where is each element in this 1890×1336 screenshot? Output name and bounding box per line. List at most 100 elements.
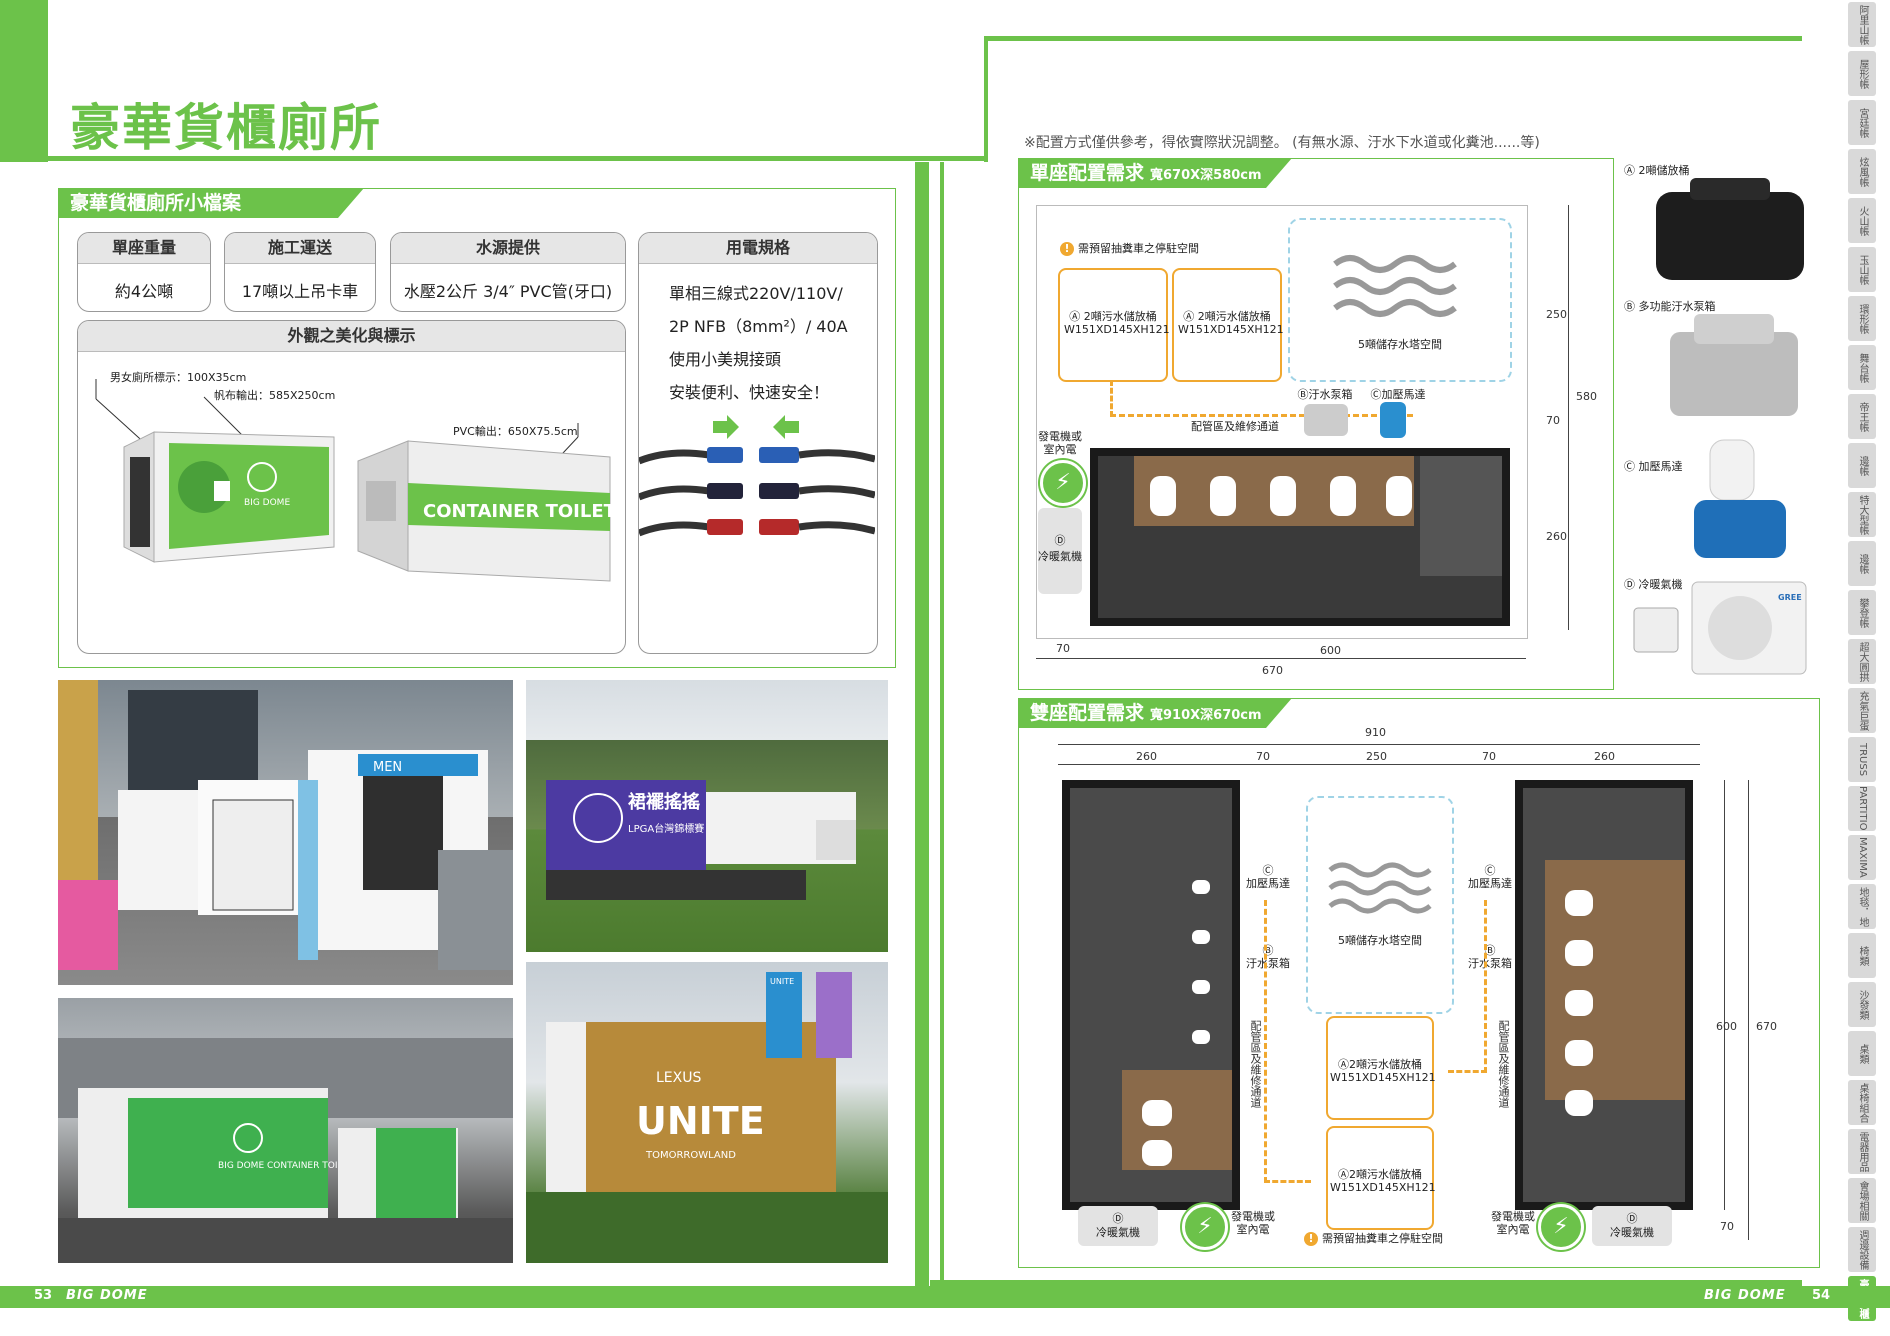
photo-unite-art: LEXUS UNITE TOMORROWLAND UNITE [526, 972, 888, 1262]
tank-label-line: Ⓐ2噸污水儲放桶 [1338, 1058, 1422, 1071]
dim-w70: 70 [1056, 642, 1070, 655]
ac-letter: Ⓓ [1112, 1212, 1124, 1225]
ac-label: 冷暖氣機 [1610, 1226, 1654, 1239]
dim-600: 600 [1716, 1020, 1737, 1033]
side-tab-item[interactable]: 超大圓拱帳 [1848, 639, 1876, 684]
equip-label-d: Ⓓ 冷暖氣機 [1624, 578, 1683, 591]
ac-letter: Ⓓ [1626, 1212, 1638, 1225]
photo-big-dome-green-art: BIG DOME CONTAINER TOILET [58, 1038, 513, 1263]
side-tab-item[interactable]: 會場相關用品 [1848, 1178, 1876, 1223]
side-tab-item[interactable]: 火山帳 [1848, 198, 1876, 243]
power-line: 使用小美規接頭 [669, 350, 782, 369]
spec-card-power: 用電規格 單相三線式220V/110V/ 2P NFB（8mm²）/ 40A 使… [638, 232, 878, 654]
side-tab-item[interactable]: 帝王帳 [1848, 394, 1876, 439]
left-page-rightbar [915, 162, 929, 1286]
spec-caption: 水源提供 [391, 233, 625, 264]
double-pipe-label-left: 配管區及維修通道 [1249, 1020, 1262, 1108]
side-tab-item[interactable]: 週邊設備 [1848, 1227, 1876, 1272]
double-pipe-label-right: 配管區及維修通道 [1497, 1020, 1510, 1108]
side-tab-item[interactable]: 特大型帳 [1848, 492, 1876, 537]
equip-booster-image [1694, 439, 1786, 558]
power-lines: 單相三線式220V/110V/ 2P NFB（8mm²）/ 40A 使用小美規接… [669, 277, 848, 409]
side-tab-item[interactable]: 椅類 [1848, 933, 1876, 978]
dim-260b: 260 [1594, 750, 1615, 763]
side-tab-item[interactable]: 桌椅組合 [1848, 1080, 1876, 1125]
single-heading: 單座配置需求寬670X深580cm [1018, 158, 1292, 188]
dim-260a: 260 [1136, 750, 1157, 763]
dim-670: 670 [1756, 1020, 1777, 1033]
equip-label-c: Ⓒ 加壓馬達 [1624, 460, 1683, 473]
single-pump-b: Ⓑ汙水泵箱 [1297, 388, 1353, 401]
side-tab-item[interactable]: PARTITION [1848, 786, 1876, 831]
power-cable-illustration [639, 415, 875, 537]
side-tab-item[interactable]: 環形帳 [1848, 296, 1876, 341]
side-tab-item[interactable]: 炫風帳 [1848, 149, 1876, 194]
side-tab-item[interactable]: MAXIMA [1848, 835, 1876, 880]
side-tab-item[interactable]: 桌類 [1848, 1031, 1876, 1076]
water-wave-icon [1333, 255, 1457, 317]
side-tab-item[interactable]: 地毯．地台．草皮保護墊 [1848, 884, 1876, 929]
tank-label-line: W151XD145XH121 [1064, 323, 1170, 336]
warn-icon: ! [1060, 242, 1074, 256]
double-gen-right: 發電機或室內電 [1491, 1210, 1535, 1236]
single-heading-title: 單座配置需求 [1030, 162, 1145, 184]
label-sign-size: 男女廁所標示：100X35cm [110, 371, 247, 384]
water-label: 5噸儲存水塔空間 [1338, 934, 1422, 947]
side-tab-item[interactable]: 阿里山帳 [1848, 2, 1876, 47]
side-tab-item[interactable]: 充氣巨蛋 [1848, 688, 1876, 733]
side-tab-item[interactable]: 屋形帳 [1848, 51, 1876, 96]
center-divider [940, 162, 944, 1286]
svg-text:TOMORROWLAND: TOMORROWLAND [645, 1150, 736, 1161]
double-dim-vline2 [1724, 780, 1725, 1210]
svg-text:LEXUS: LEXUS [656, 1070, 701, 1086]
side-tab-item[interactable]: 電器用品 [1848, 1129, 1876, 1174]
side-tab-item[interactable]: 沙發類 [1848, 982, 1876, 1027]
label-pvc-size: PVC輸出：650X75.5cm [453, 425, 578, 438]
tank-label-line: W151XD145XH121 [1330, 1181, 1436, 1194]
power-line: 安裝便利、快速安全！ [669, 383, 830, 402]
single-gen-label: 發電機或室內電 [1038, 430, 1082, 456]
single-ac-box: Ⓓ 冷暖氣機 [1038, 508, 1082, 594]
side-tab-item[interactable]: 舞台帳 [1848, 345, 1876, 390]
single-plan-frame [1036, 205, 1528, 639]
single-water-tower: 5噸儲存水塔空間 [1288, 218, 1512, 382]
side-tab-item[interactable]: 攀登帳 [1848, 590, 1876, 635]
spec-card-water: 水源提供 水壓2公斤 3/4″ PVC管(牙口) [390, 232, 626, 312]
right-title-bar-v [984, 36, 988, 162]
equip-tank-image [1656, 178, 1804, 280]
single-pipe-label: 配管區及維修通道 [1191, 420, 1279, 433]
left-top-bar [0, 0, 48, 162]
dim-70: 70 [1546, 414, 1560, 427]
tank-label: Ⓐ 2噸污水儲放桶 W151XD145XH121 [1064, 310, 1170, 336]
single-dim-hline [1036, 658, 1526, 659]
water-wave-icon [1328, 862, 1432, 914]
pump-b-letter: Ⓑ [1484, 944, 1496, 957]
svg-text:UNITE: UNITE [636, 1099, 765, 1143]
svg-text:UNITE: UNITE [770, 977, 794, 986]
side-tab-item[interactable]: 宮廷帳 [1848, 100, 1876, 145]
brand-left: BIG DOME [66, 1288, 148, 1303]
double-heading-size: 寬910X深670cm [1150, 708, 1262, 723]
double-dim-hline2 [1058, 764, 1700, 765]
dim-250: 250 [1366, 750, 1387, 763]
dim-250: 250 [1546, 308, 1567, 321]
equip-ac-image: GREE [1633, 581, 1807, 675]
single-tank-a2: Ⓐ 2噸污水儲放桶 W151XD145XH121 [1172, 268, 1284, 382]
pump-b-letter: Ⓑ [1262, 944, 1274, 957]
side-tab-item[interactable]: 邊帳 [1848, 541, 1876, 586]
side-tab-item[interactable]: TRUSS [1848, 737, 1876, 782]
side-tab-item[interactable]: 邊帳 [1848, 443, 1876, 488]
dim-910: 910 [1365, 726, 1386, 739]
double-ac-right: Ⓓ 冷暖氣機 [1592, 1206, 1672, 1246]
double-warn: !需預留抽糞車之停駐空間 [1304, 1230, 1443, 1246]
side-tab-item[interactable]: 玉山帳 [1848, 247, 1876, 292]
spec-value: 約4公噸 [114, 282, 174, 301]
svg-text:裙襬搖搖: 裙襬搖搖 [628, 791, 700, 813]
tank-label-line: Ⓐ 2噸污水儲放桶 [1183, 310, 1271, 323]
container-illustration-2: CONTAINER TOILET [357, 423, 616, 582]
right-top-bar [984, 36, 1802, 41]
svg-text:MEN: MEN [373, 760, 402, 775]
pump-c-name: 加壓馬達 [1468, 877, 1512, 890]
